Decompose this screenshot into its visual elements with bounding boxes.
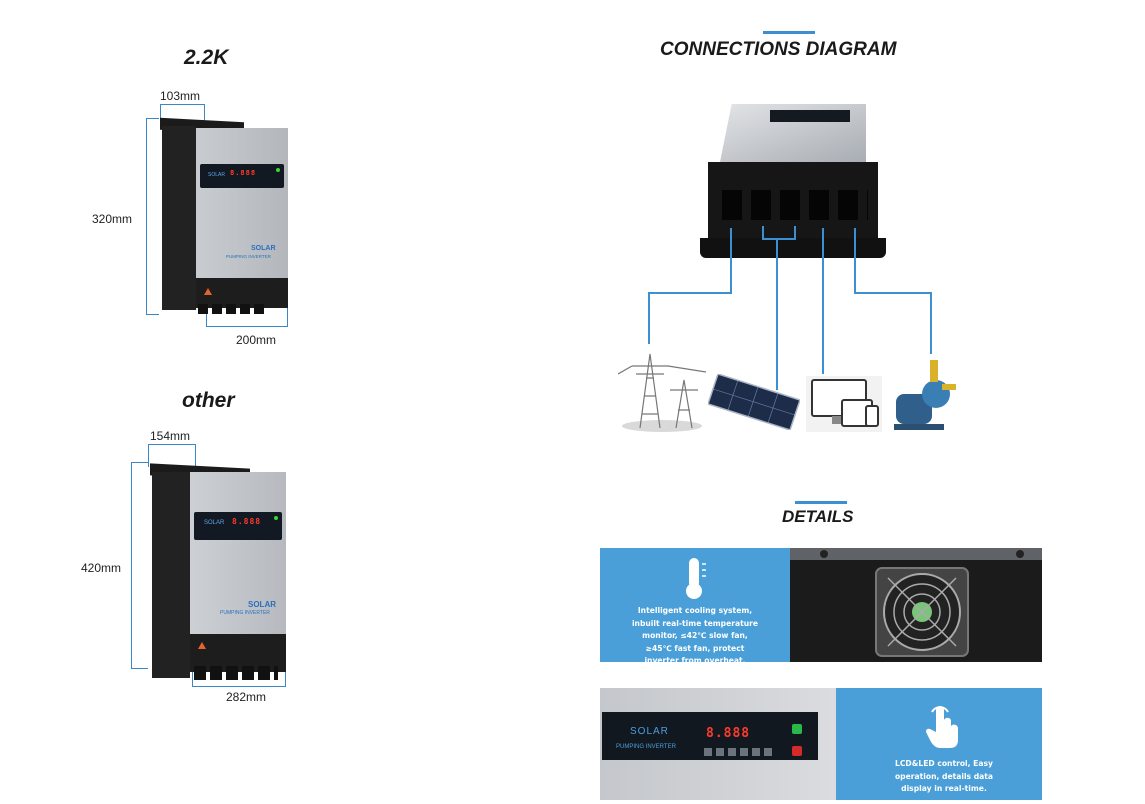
connector-row (722, 190, 868, 220)
front-sub: PUMPING INVERTER (226, 254, 271, 259)
fan-screw-icon (820, 550, 828, 558)
model-b-width-label: 154mm (150, 429, 191, 443)
power-grid-icon (618, 344, 706, 434)
led-display: 8.888 (232, 517, 262, 526)
side-panel (162, 126, 196, 310)
front-panel (196, 128, 288, 278)
model-a-depth-line (206, 304, 288, 327)
model-b-title: other (182, 389, 235, 412)
model-b-depth-label: 282mm (226, 690, 267, 704)
solar-panel-icon (708, 374, 800, 430)
line-solar-v1 (762, 226, 764, 240)
front-sub: PUMPING INVERTER (220, 610, 270, 616)
fan-photo (790, 548, 1042, 662)
model-b-inverter: SOLAR 8.888 SOLAR PUMPING INVERTER (150, 463, 290, 686)
connections-inverter (700, 104, 886, 260)
control-closeup-photo: SOLAR PUMPING INVERTER 8.888 (600, 688, 836, 800)
display-brand: SOLAR (208, 172, 225, 178)
model-b-height-label: 420mm (81, 561, 122, 575)
mount-flange (700, 238, 886, 258)
lid-display (770, 110, 850, 122)
line-solar-v3 (776, 238, 778, 390)
thermometer-icon (686, 558, 706, 599)
connections-title: CONNECTIONS DIAGRAM (660, 39, 897, 60)
model-a-title: 2.2K (184, 46, 229, 69)
closeup-button-row (704, 748, 774, 756)
model-a-width-label: 103mm (160, 89, 201, 103)
control-strip (194, 512, 282, 540)
status-led-icon (274, 516, 278, 520)
water-pump-icon (890, 354, 958, 436)
control-strip (200, 164, 284, 188)
model-b-width-line (148, 444, 196, 467)
touch-hand-icon (926, 706, 958, 748)
model-a-height-label: 320mm (92, 212, 133, 226)
closeup-power-led-icon (792, 724, 802, 734)
fan-icon (875, 567, 969, 657)
connections-accent-bar (763, 31, 815, 34)
line-pump-v2 (930, 292, 932, 356)
closeup-stop-button (792, 746, 802, 756)
closeup-led-display: 8.888 (706, 726, 751, 741)
monitor-devices-icon (806, 376, 882, 432)
line-monitor-v (822, 228, 824, 374)
details-accent-bar (795, 501, 847, 504)
status-led-icon (276, 168, 280, 172)
cable-glands (194, 666, 278, 680)
control-info-panel: LCD&LED control, Easy operation, details… (836, 688, 1042, 800)
closeup-brand: SOLAR (630, 726, 669, 737)
closeup-sub: PUMPING INVERTER (616, 744, 676, 750)
line-solar-h (762, 238, 796, 240)
model-a-depth-label: 200mm (236, 333, 277, 347)
details-title: DETAILS (782, 507, 854, 526)
warning-triangle-icon (204, 288, 212, 295)
fan-top-rail (790, 548, 1042, 560)
model-a-width-line (160, 104, 205, 125)
control-description: LCD&LED control, Easy operation, details… (894, 759, 994, 793)
model-a-inverter: SOLAR 8.888 SOLAR PUMPING INVERTER (158, 117, 290, 316)
line-grid-v2 (648, 292, 650, 352)
line-pump-v1 (854, 228, 856, 294)
line-grid-h (648, 292, 732, 294)
cooling-description: Intelligent cooling system, inbuilt real… (631, 606, 759, 665)
bottom-cover (190, 634, 286, 672)
front-brand: SOLAR (251, 245, 276, 252)
led-display: 8.888 (230, 169, 257, 177)
line-solar-v2 (794, 226, 796, 240)
warning-triangle-icon (198, 642, 206, 649)
fan-screw-icon (1016, 550, 1024, 558)
cooling-info-panel: Intelligent cooling system, inbuilt real… (600, 548, 790, 665)
front-panel (190, 472, 286, 634)
side-panel (152, 472, 190, 678)
line-grid-v1 (730, 228, 732, 294)
model-a-height-line (146, 118, 159, 315)
display-brand: SOLAR (204, 520, 225, 526)
model-b-height-line (131, 462, 148, 669)
front-brand: SOLAR (248, 600, 276, 609)
line-pump-h (854, 292, 932, 294)
model-b-depth-line (192, 660, 286, 687)
cable-glands (198, 304, 268, 314)
